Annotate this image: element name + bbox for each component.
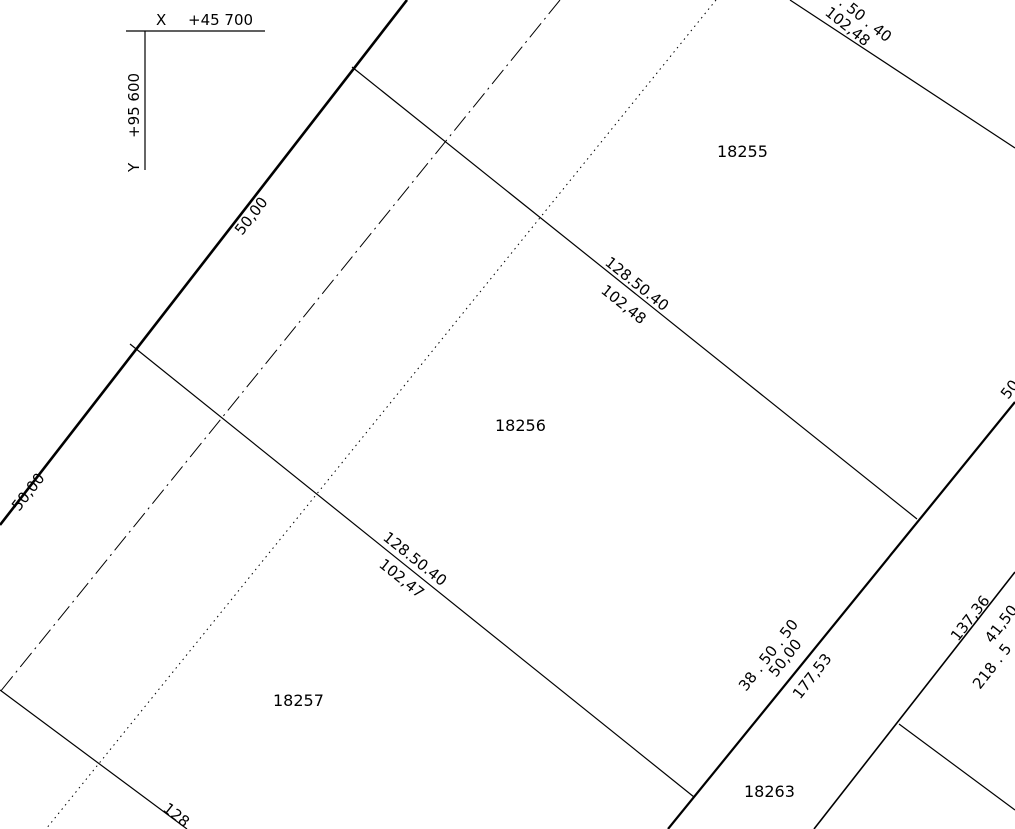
coordinate-axis: X +45 700 Y +95 600 bbox=[125, 11, 265, 173]
dimension-labels: 50,00 50,00 . 50 . 40 102,48 128.50.40 1… bbox=[8, 0, 1015, 829]
divider-18257-bottom bbox=[0, 689, 188, 829]
y-axis-value: +95 600 bbox=[125, 73, 143, 138]
divider-18256-18257 bbox=[129, 343, 695, 798]
frontage-length-upper: 50,00 bbox=[231, 194, 272, 239]
parcel-number: 18257 bbox=[273, 691, 324, 710]
x-axis-label: X bbox=[156, 11, 166, 29]
road-boundary-lower bbox=[667, 401, 1015, 829]
divider-18255-18256 bbox=[351, 66, 918, 520]
bearing-bottom: 128 bbox=[159, 799, 193, 829]
divider-top bbox=[789, 0, 1015, 149]
right-bearing: 218 . 5 bbox=[969, 640, 1015, 692]
parcel-number: 18263 bbox=[744, 782, 795, 801]
divider-right-lower bbox=[898, 723, 1015, 811]
parcel-labels: 18255 18256 18257 18263 bbox=[273, 142, 795, 801]
y-axis-label: Y bbox=[125, 162, 143, 173]
right-edge-label: 50 bbox=[997, 376, 1015, 402]
main-road-boundary-left bbox=[0, 0, 409, 526]
parcel-number: 18255 bbox=[717, 142, 768, 161]
parcel-number: 18256 bbox=[495, 416, 546, 435]
dash-dot-line bbox=[0, 0, 561, 693]
frontage-length-lower: 50,00 bbox=[8, 470, 49, 515]
road-boundary-right bbox=[813, 571, 1015, 829]
x-axis-value: +45 700 bbox=[188, 11, 253, 29]
dotted-line bbox=[45, 0, 717, 829]
